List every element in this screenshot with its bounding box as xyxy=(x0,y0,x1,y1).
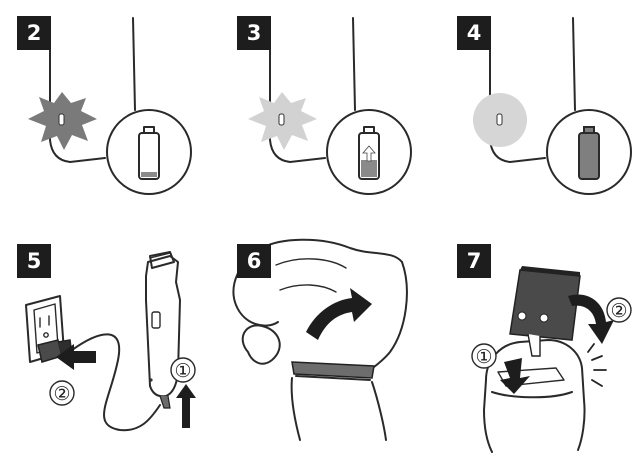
power-button xyxy=(151,311,161,329)
step-badge-6: 6 xyxy=(237,244,271,278)
insert-down-arrow-icon xyxy=(500,358,530,394)
callout-step5-two: ② xyxy=(53,383,70,405)
charging-socket xyxy=(159,395,171,409)
callout-circle-1 xyxy=(170,357,196,383)
push-arrow-up-icon xyxy=(176,384,196,428)
callout-step7-two: ② xyxy=(610,300,627,322)
step-badge-7: 7 xyxy=(457,244,491,278)
battery-empty-icon xyxy=(138,126,160,180)
trimmer-body-left-edge xyxy=(49,17,106,163)
panel-step-3 xyxy=(248,17,412,195)
step-badge-2: 2 xyxy=(17,16,51,50)
trimmer-body-left-edge xyxy=(269,17,326,163)
trimmer-body-outline xyxy=(485,339,586,451)
battery-full-icon xyxy=(578,126,600,180)
callout-circle-2 xyxy=(606,297,632,323)
charge-indicator-light xyxy=(58,113,65,126)
finger-crease xyxy=(275,258,347,269)
click-sound-icon xyxy=(587,343,607,387)
trimmer-icon xyxy=(145,251,181,409)
battery-charging-icon xyxy=(358,126,380,180)
step-badge-5: 5 xyxy=(17,244,51,278)
trimmer-body-right-edge xyxy=(572,17,576,111)
panel-step-2 xyxy=(28,17,192,195)
trimmer-head xyxy=(290,361,387,441)
charge-indicator-light xyxy=(496,113,503,126)
charge-indicator-light xyxy=(149,378,153,382)
step-badge-4: 4 xyxy=(457,16,491,50)
step-badge-3: 3 xyxy=(237,16,271,50)
trimmer-top-edge xyxy=(491,391,573,399)
thumb-outline xyxy=(241,324,281,365)
trimmer-body-right-edge xyxy=(132,17,136,111)
press-down-curved-arrow-icon xyxy=(306,288,372,340)
trimmer-body-outline xyxy=(483,379,493,453)
push-arrow-left-icon xyxy=(56,344,96,370)
callout-step5-one: ① xyxy=(174,360,191,382)
panel-step-5: ① ② xyxy=(25,251,196,432)
charge-indicator-light xyxy=(278,113,285,126)
charging-arrow-icon xyxy=(362,145,376,162)
panel-step-6 xyxy=(232,238,408,441)
panel-step-7: ① ② xyxy=(471,266,632,453)
hand-right-outline xyxy=(367,261,408,373)
power-cable xyxy=(71,333,161,432)
panel-step-4 xyxy=(473,17,632,195)
callout-circle-2 xyxy=(49,380,75,406)
hand-back-outline xyxy=(261,238,403,263)
blade-attachment-icon xyxy=(509,266,581,357)
rotate-curved-arrow-icon xyxy=(568,294,614,344)
trimmer-body-right-edge xyxy=(352,17,356,111)
finger-crease xyxy=(279,284,337,293)
callout-step7-one: ① xyxy=(475,346,492,368)
callout-circle-1 xyxy=(471,343,497,369)
